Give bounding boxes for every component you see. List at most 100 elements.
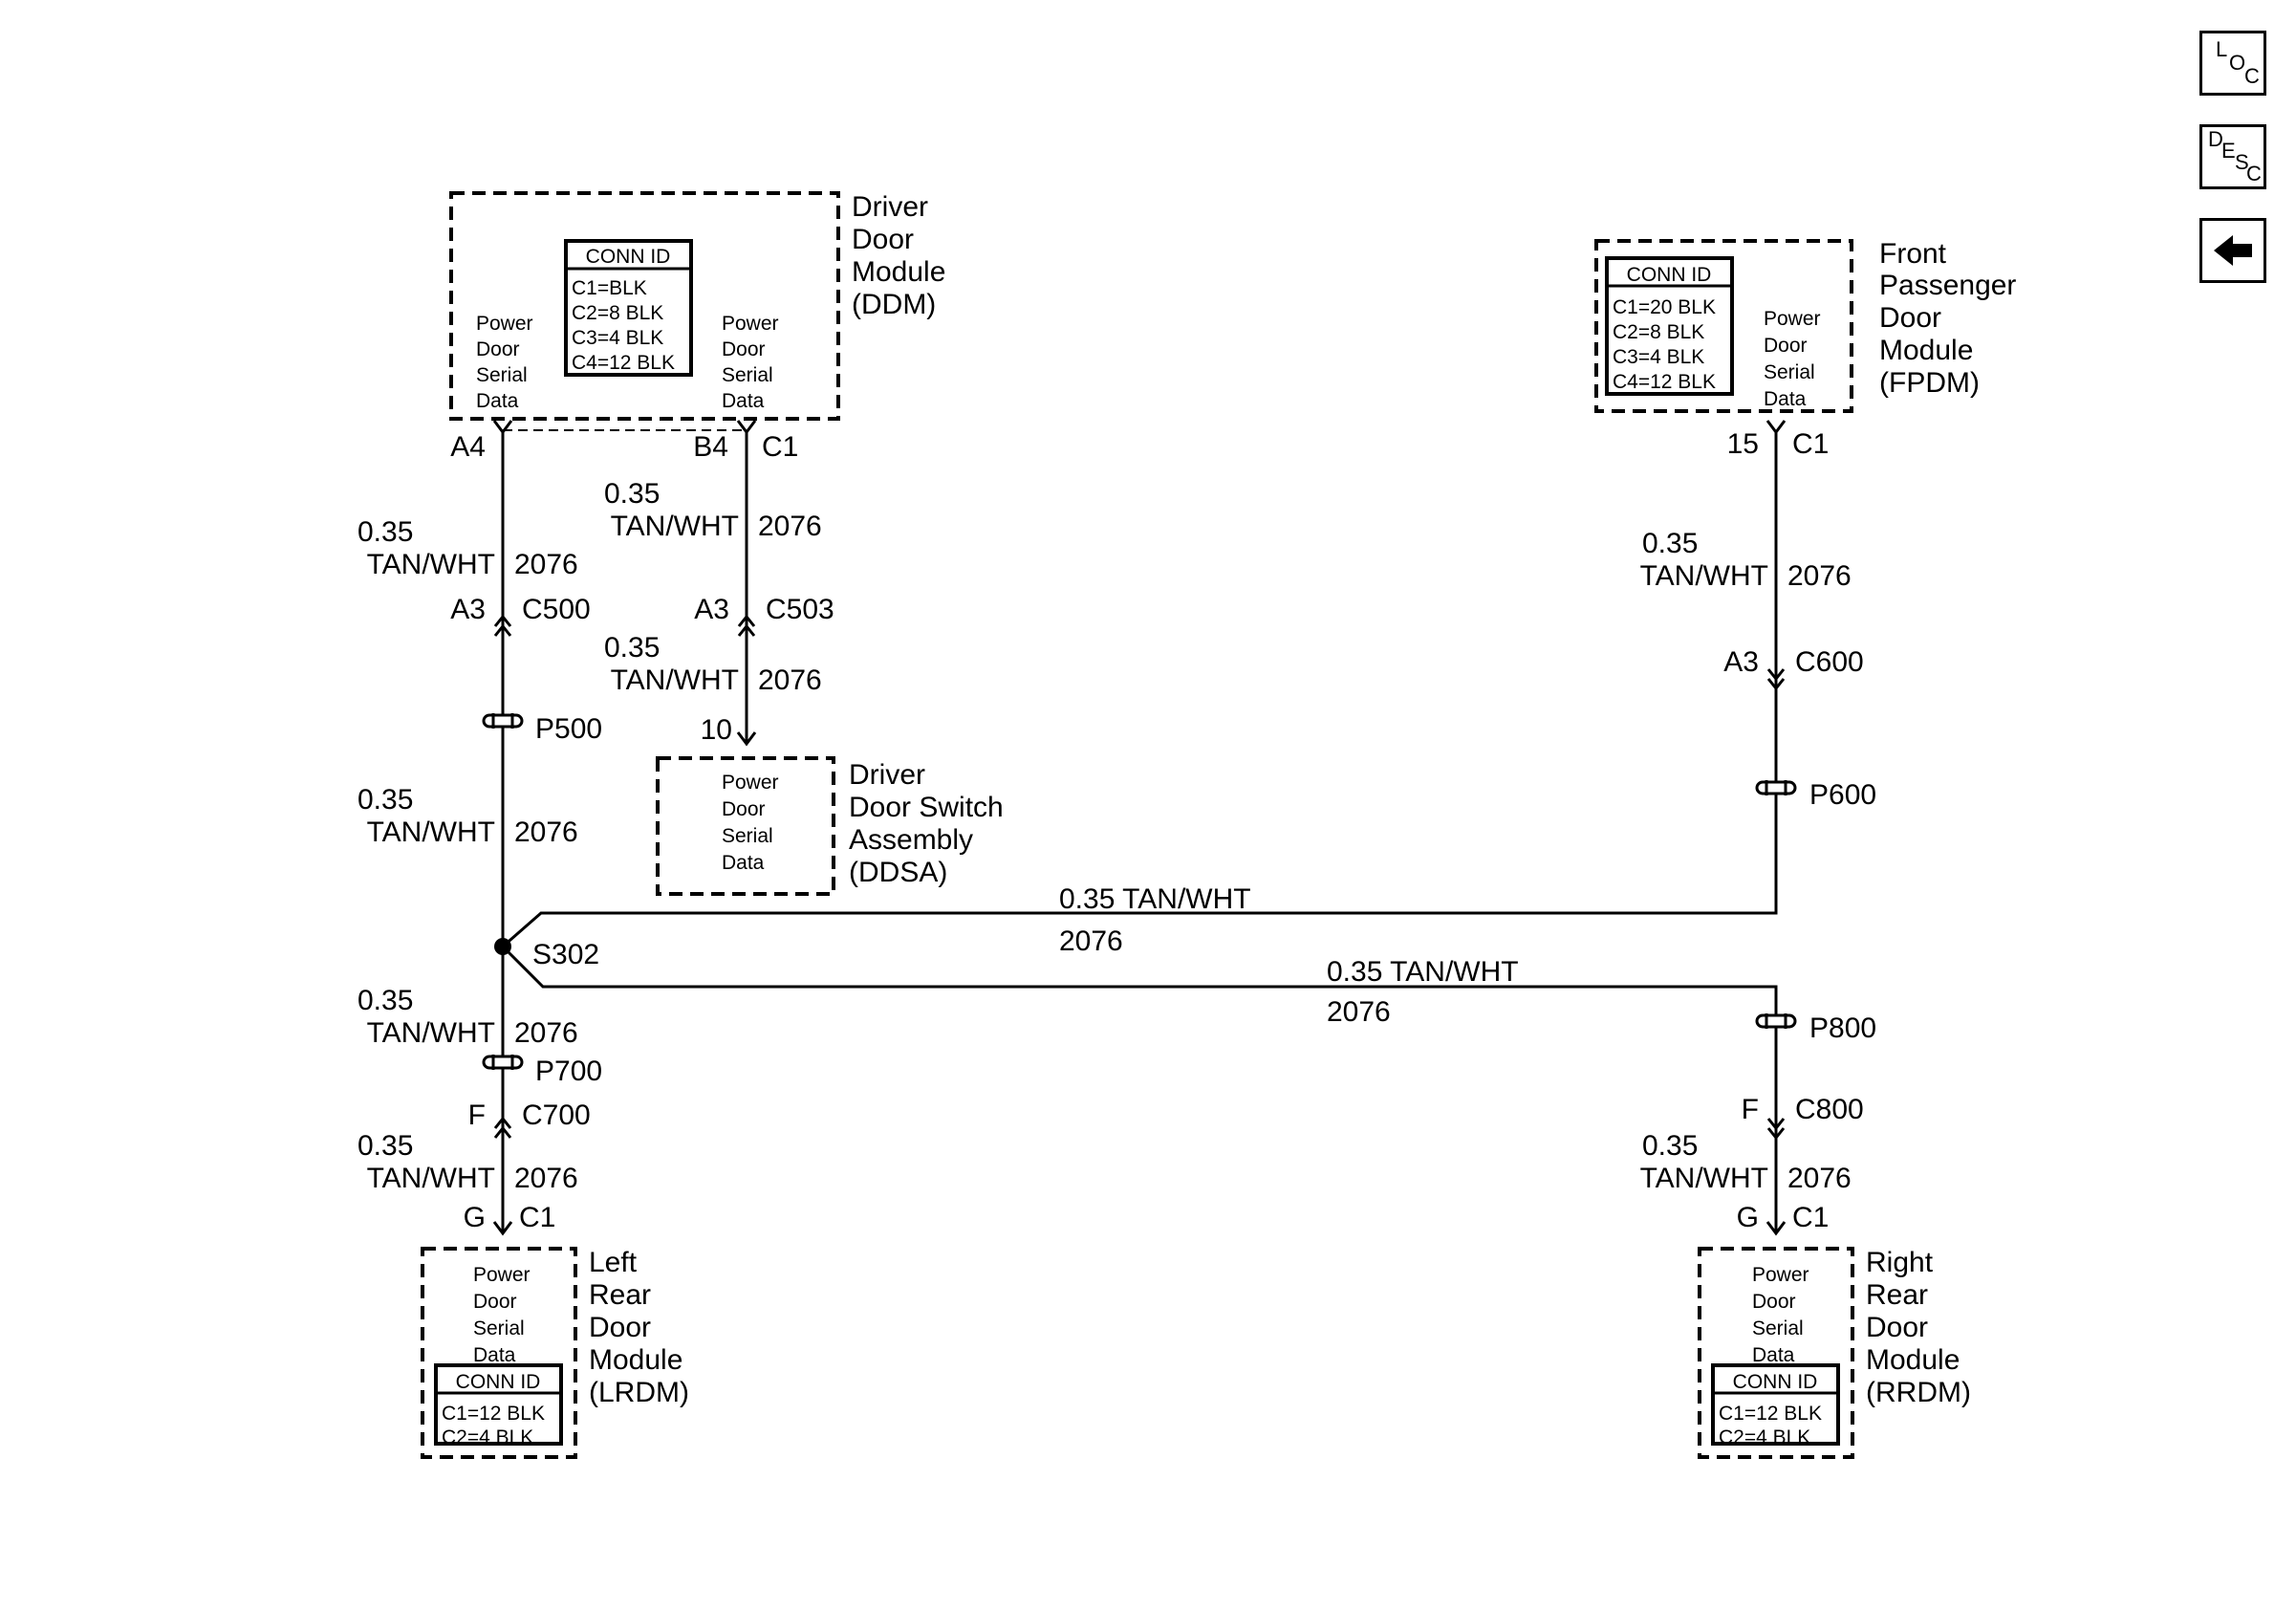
rrdm-wire: [501, 945, 1778, 1233]
wire-circuit: 2076: [1059, 925, 1123, 957]
splice-label: S302: [532, 939, 599, 970]
title-line: Assembly: [849, 824, 973, 856]
pin-label-line: Door: [1764, 335, 1808, 357]
fpdm-wire: [502, 430, 1778, 948]
pin-label-line: Door: [1752, 1291, 1796, 1313]
splice-s302-dot: [494, 938, 511, 955]
pin-tick-lrdm: [492, 1221, 513, 1236]
lrdm-conn-header: CONN ID: [456, 1371, 541, 1393]
wire-label: 0.35 TAN/WHT 2076: [357, 1130, 578, 1194]
ddm-conn-line: C3=4 BLK: [572, 327, 663, 349]
wire-label: 0.35 TAN/WHT 2076: [1327, 956, 1519, 1028]
wire-label: 0.35 TAN/WHT 2076: [1640, 1130, 1852, 1194]
wire-circuit: 2076: [758, 511, 822, 542]
ddm-right-pin-label: Power Door Serial Data: [722, 313, 779, 412]
connector-c500-symbol: [493, 614, 512, 637]
wire-color: TAN/WHT: [367, 1163, 495, 1194]
title-line: (RRDM): [1866, 1377, 1971, 1408]
component-boxes: [421, 191, 1854, 1459]
pin-label-line: Power: [1752, 1264, 1809, 1286]
back-button[interactable]: [2199, 218, 2266, 283]
c503-pin: A3: [694, 594, 729, 625]
loc-letter: O: [2229, 51, 2246, 75]
ddm-box: [449, 191, 840, 421]
fpdm-conn-table: [1605, 256, 1734, 396]
lrdm-conn-line: C1=12 BLK: [442, 1403, 545, 1425]
c700-pin: F: [468, 1099, 486, 1131]
pin-label-line: Power: [1764, 308, 1821, 330]
ddsa-title: Driver Door Switch Assembly (DDSA): [849, 759, 1004, 888]
title-line: Module: [1866, 1344, 1960, 1376]
wire-color: TAN/WHT: [367, 1017, 495, 1049]
pin-label-line: Power: [476, 313, 533, 335]
lrdm-conn-text: CONN ID C1=12 BLK C2=4 BLK: [442, 1371, 545, 1448]
ddm-conn-header: CONN ID: [586, 246, 671, 268]
connector-c600-symbol: [1766, 668, 1786, 691]
p800-label: P800: [1809, 1012, 1876, 1044]
title-line: Door: [1879, 302, 1941, 334]
pin-label-line: Serial: [722, 825, 773, 847]
pass-through-p700-symbol: [482, 1055, 524, 1070]
title-line: Door: [589, 1312, 651, 1343]
rrdm-pin-label: Power Door Serial Data: [1752, 1264, 1809, 1366]
ddm-title: Driver Door Module (DDM): [852, 191, 945, 320]
wire-circuit: 2076: [514, 549, 578, 580]
pin-label-line: Data: [1752, 1344, 1795, 1366]
title-line: (FPDM): [1879, 367, 1980, 399]
inline-connector-labels: A3 C500 A3 C503 A3 C600 F C700 F C800: [450, 594, 1863, 1131]
title-line: Door: [852, 224, 914, 255]
pass-through-p500-symbol: [482, 713, 524, 729]
wire-circuit: 2076: [514, 1017, 578, 1049]
ddm-conn-text: CONN ID C1=BLK C2=8 BLK C3=4 BLK C4=12 B…: [572, 246, 675, 374]
pin-label-line: Serial: [1764, 361, 1815, 383]
title-line: Module: [589, 1344, 682, 1376]
connector-c700-symbol: [493, 1116, 512, 1139]
desc-button[interactable]: D E S C: [2199, 124, 2266, 189]
lrdm-title: Left Rear Door Module (LRDM): [589, 1247, 689, 1408]
ddm-conn-line: C1=BLK: [572, 277, 647, 299]
lrdm-box: [421, 1247, 577, 1459]
fpdm-pin-connector: C1: [1792, 428, 1829, 460]
title-line: Left: [589, 1247, 638, 1278]
title-line: Module: [1879, 335, 1973, 366]
pin-label-line: Power: [722, 313, 779, 335]
wires: [501, 430, 1778, 1233]
wire-labels: 0.35 TAN/WHT 2076 0.35 TAN/WHT 2076 0.35…: [357, 478, 1852, 1194]
ddsa-pin: 10: [701, 714, 732, 746]
c503-name: C503: [766, 594, 834, 625]
p700-label: P700: [535, 1056, 602, 1087]
p500-label: P500: [535, 713, 602, 745]
title-line: Right: [1866, 1247, 1934, 1278]
wire-color: TAN/WHT: [611, 664, 739, 696]
wire-label: 0.35 TAN/WHT 2076: [604, 478, 822, 542]
wire-circuit: 2076: [1787, 560, 1852, 592]
rrdm-title: Right Rear Door Module (RRDM): [1866, 1247, 1971, 1408]
wire-label: 0.35 TAN/WHT 2076: [357, 516, 578, 580]
rrdm-pin-connector: C1: [1792, 1202, 1829, 1233]
pin-tick-rrdm: [1765, 1221, 1787, 1236]
pin-label-line: Data: [1764, 388, 1807, 410]
wire-color: TAN/WHT: [1640, 560, 1768, 592]
title-line: Driver: [852, 191, 928, 223]
loc-button[interactable]: L O C: [2199, 31, 2266, 96]
ddm-conn-line: C4=12 BLK: [572, 352, 675, 374]
loc-letter: L: [2216, 37, 2228, 61]
wire-color: TAN/WHT: [611, 511, 739, 542]
pass-through-p800-symbol: [1755, 1013, 1797, 1029]
wire-label: 0.35 TAN/WHT 2076: [357, 985, 578, 1049]
wire-gauge-color: 0.35 TAN/WHT: [1059, 883, 1251, 915]
title-line: (DDSA): [849, 857, 947, 888]
wire-gauge: 0.35: [1642, 1130, 1698, 1162]
ddm-conn-line: C2=8 BLK: [572, 302, 663, 324]
c500-name: C500: [522, 594, 591, 625]
title-line: Door: [1866, 1312, 1928, 1343]
inline-connectors: [493, 614, 1786, 1141]
pin-label-line: Serial: [722, 364, 773, 386]
rrdm-conn-header: CONN ID: [1733, 1371, 1818, 1393]
wire-label: 0.35 TAN/WHT 2076: [357, 784, 578, 848]
pin-marks: [492, 420, 1787, 1236]
c600-pin: A3: [1723, 646, 1759, 678]
desc-letter: E: [2221, 139, 2236, 163]
pin-label-line: Data: [473, 1344, 516, 1366]
